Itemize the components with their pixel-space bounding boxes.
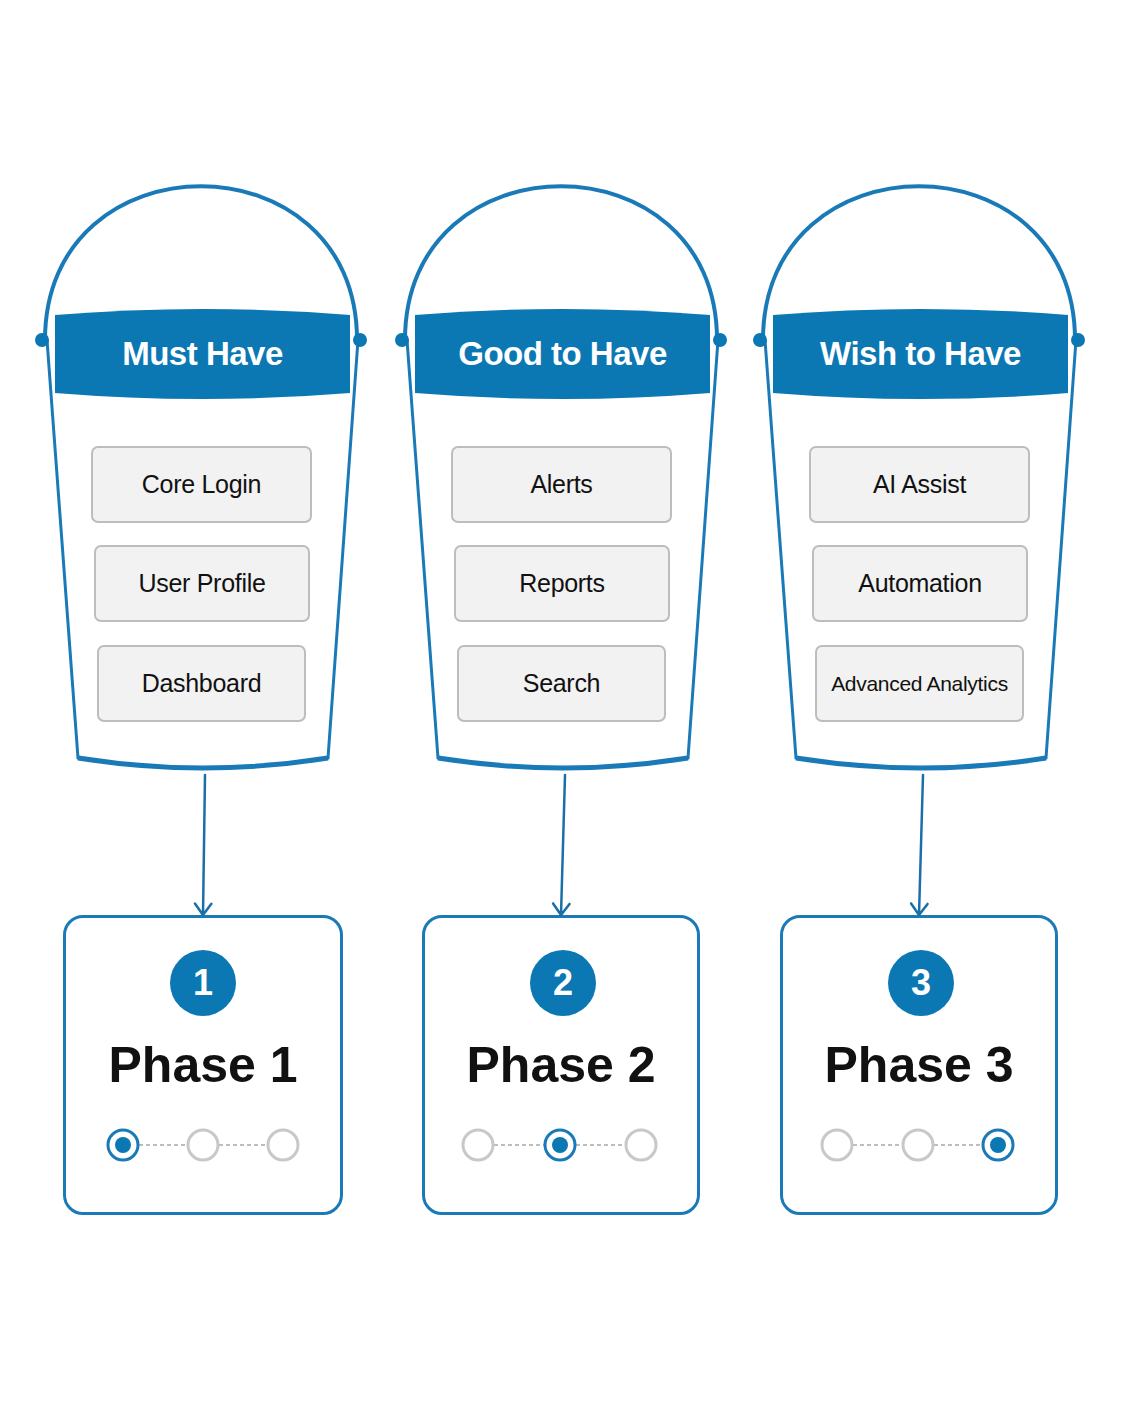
- bucket-heading: Wish to Have: [773, 310, 1068, 398]
- priority-bucket: Wish to Have AI AssistAutomationAdvanced …: [758, 175, 1088, 775]
- feature-box: User Profile: [94, 545, 310, 622]
- priority-bucket: Must HaveCore LoginUser ProfileDashboard: [40, 175, 370, 775]
- flow-arrow: [553, 775, 569, 915]
- feature-label: AI Assist: [873, 470, 966, 499]
- phase-number-badge: 3: [888, 950, 954, 1016]
- phase-box: Phase 1 1: [63, 915, 343, 1215]
- feature-label: Core Login: [142, 470, 261, 499]
- phase-number: 2: [553, 962, 573, 1004]
- feature-box: Reports: [454, 545, 670, 622]
- stepper: [463, 1130, 656, 1160]
- phase-title: Phase 2: [425, 1036, 697, 1094]
- priority-bucket: Good to HaveAlertsReportsSearch: [400, 175, 730, 775]
- feature-label: Automation: [858, 569, 981, 598]
- feature-box: Alerts: [451, 446, 672, 523]
- stepper: [108, 1130, 298, 1160]
- phase-box: Phase 3 3: [780, 915, 1058, 1215]
- flow-arrow: [911, 775, 927, 915]
- feature-label: User Profile: [139, 569, 266, 598]
- phase-number: 1: [193, 962, 213, 1004]
- feature-box: AI Assist: [809, 446, 1030, 523]
- feature-label: Alerts: [530, 470, 592, 499]
- phase-title: Phase 1: [66, 1036, 340, 1094]
- feature-label: Dashboard: [142, 669, 262, 698]
- phase-number-badge: 1: [170, 950, 236, 1016]
- bucket-heading: Good to Have: [415, 310, 710, 398]
- feature-box: Advanced Analytics: [815, 645, 1024, 722]
- feature-box: Core Login: [91, 446, 312, 523]
- phase-number-badge: 2: [530, 950, 596, 1016]
- feature-label: Advanced Analytics: [831, 672, 1008, 696]
- phase-title: Phase 3: [783, 1036, 1055, 1094]
- feature-label: Search: [523, 669, 600, 698]
- phase-number: 3: [911, 962, 931, 1004]
- bucket-heading: Must Have: [55, 310, 350, 398]
- stepper: [822, 1130, 1013, 1160]
- feature-box: Dashboard: [97, 645, 306, 722]
- phase-box: Phase 2 2: [422, 915, 700, 1215]
- feature-box: Search: [457, 645, 666, 722]
- feature-label: Reports: [519, 569, 604, 598]
- flow-arrow: [195, 775, 211, 915]
- feature-box: Automation: [812, 545, 1028, 622]
